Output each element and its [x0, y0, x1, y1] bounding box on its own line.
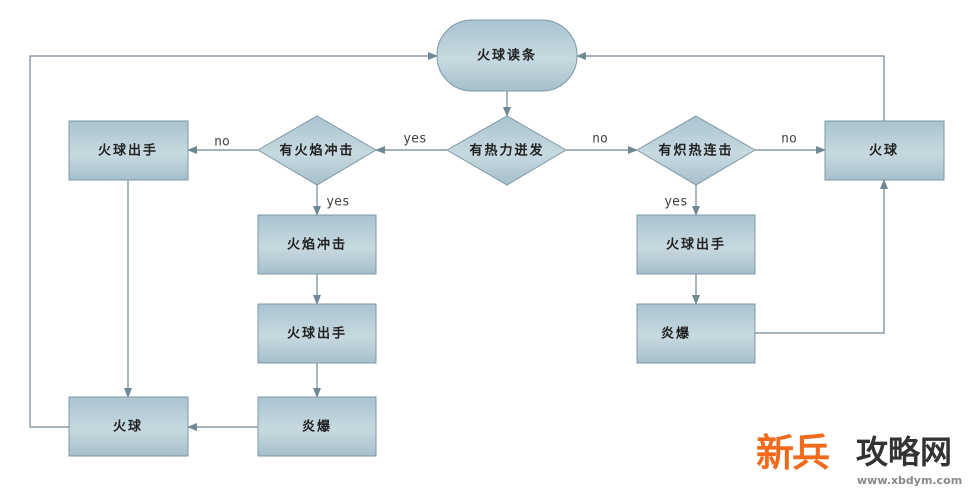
node-left-cast	[68, 120, 189, 181]
node-d-blazing	[636, 115, 756, 186]
edge-loop-right	[576, 52, 885, 121]
label-left-cast: 火球出手	[98, 143, 158, 159]
label-mid-cast: 火球出手	[287, 326, 347, 342]
edge-loop-left	[29, 52, 438, 428]
label-right-cast: 火球出手	[666, 237, 726, 253]
label-d-heat: 有热力迸发	[469, 143, 544, 159]
watermark-logo-dark: 攻略网	[856, 433, 953, 471]
label-bottom-fireball: 火球	[113, 419, 143, 435]
label-start: 火球读条	[477, 48, 537, 64]
node-right-cast	[636, 214, 756, 275]
node-d-heat	[445, 115, 567, 186]
label-mid-pyro: 炎爆	[302, 419, 332, 435]
label-right-pyro: 炎爆	[661, 326, 691, 342]
node-flame-strike	[257, 214, 377, 275]
node-mid-pyro	[257, 396, 377, 457]
edge-label-heat-yes: yes	[403, 132, 426, 147]
label-right-fireball: 火球	[869, 143, 899, 159]
edge-label-flame-no: no	[214, 135, 230, 150]
node-right-pyro	[636, 303, 756, 364]
node-right-fireball	[824, 120, 945, 181]
edge-label-blazing-no: no	[781, 132, 797, 147]
watermark-logo-orange: 新兵	[756, 431, 830, 475]
edge-rpyro-fireball	[755, 179, 888, 334]
edge-label-heat-no: no	[592, 132, 608, 147]
node-d-flame	[257, 115, 377, 186]
label-d-flame: 有火焰冲击	[279, 143, 354, 159]
node-mid-cast	[257, 303, 377, 364]
edge-label-blazing-yes: yes	[664, 195, 687, 210]
node-bottom-fireball	[68, 396, 189, 457]
label-d-blazing: 有炽热连击	[658, 143, 733, 159]
label-flame-strike: 火焰冲击	[287, 237, 347, 253]
edge-label-flame-yes: yes	[326, 195, 349, 210]
node-start	[436, 19, 578, 92]
watermark-url: www.xbdym.com	[857, 474, 963, 487]
